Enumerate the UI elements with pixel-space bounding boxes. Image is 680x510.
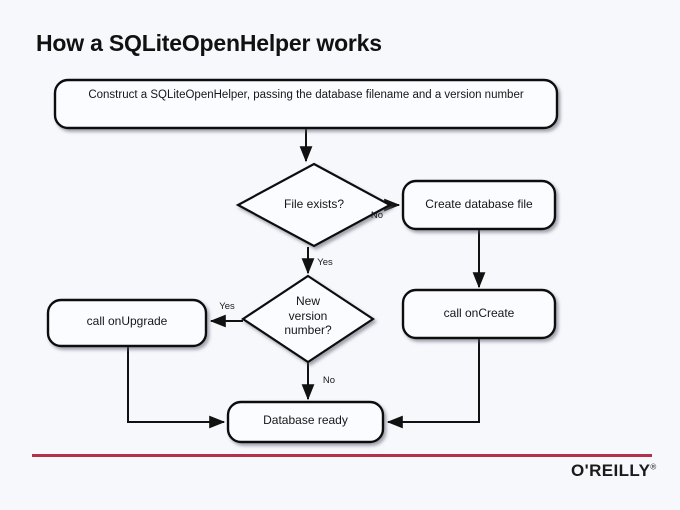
footer-divider bbox=[32, 454, 652, 457]
node-create-database-file-shape[interactable] bbox=[401, 179, 557, 231]
node-file-exists-shape[interactable] bbox=[235, 162, 393, 248]
page-title: How a SQLiteOpenHelper works bbox=[36, 30, 382, 56]
oreilly-logo: O'REILLY® bbox=[571, 461, 657, 481]
edge-oncreate-to-database-ready bbox=[386, 339, 480, 429]
oreilly-wordmark: O'REILLY bbox=[571, 461, 651, 480]
node-new-version-number-shape[interactable] bbox=[241, 274, 375, 364]
node-group bbox=[46, 78, 559, 444]
node-call-oncreate-shape[interactable] bbox=[401, 288, 557, 340]
trademark-icon: ® bbox=[650, 462, 657, 472]
node-database-ready-shape[interactable] bbox=[226, 400, 385, 444]
edge-onupgrade-to-database-ready bbox=[127, 347, 226, 429]
connector-group bbox=[127, 129, 486, 429]
node-construct-shape[interactable] bbox=[53, 78, 559, 130]
node-call-onupgrade-shape[interactable] bbox=[46, 298, 208, 348]
